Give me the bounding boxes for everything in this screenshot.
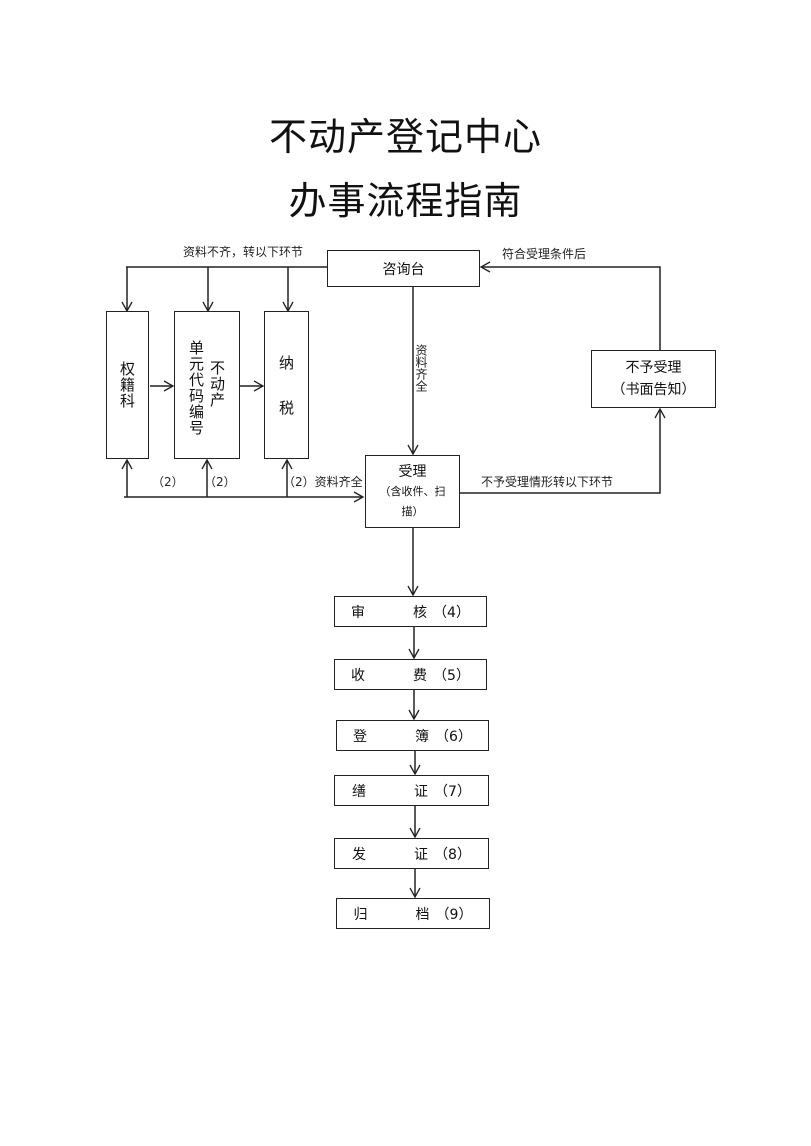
- step-register-char-1: 登: [353, 728, 368, 745]
- node-tax: 纳 税: [264, 311, 309, 459]
- label-complete-vertical: 资料齐全: [414, 344, 428, 392]
- node-unit-code: 单元代码编号 不动产: [174, 311, 240, 459]
- node-reject-label-2: （书面告知）: [611, 382, 696, 398]
- node-accept-sub-1: （含收件、扫: [379, 484, 446, 498]
- label-step2-a: （2）: [152, 475, 184, 489]
- step-archive-number: （9）: [435, 906, 473, 923]
- step-issue-number: （8）: [434, 846, 471, 863]
- step-fee-char-2: 费: [413, 667, 428, 684]
- step-issue-char-2: 证: [414, 846, 429, 863]
- step-fee-number: （5）: [433, 667, 470, 684]
- title-line-1: 不动产登记中心: [268, 115, 542, 159]
- node-unit-code-label-2: 不动产: [208, 360, 226, 408]
- step-review-char-1: 审: [351, 604, 366, 621]
- node-reject-label-1: 不予受理: [625, 360, 682, 376]
- node-consult: 咨询台: [327, 250, 480, 287]
- step-register-char-2: 簿: [415, 728, 430, 745]
- label-step2-b: （2）: [204, 475, 236, 489]
- node-consult-label: 咨询台: [382, 261, 425, 278]
- step-review-number: （4）: [433, 604, 470, 621]
- step-issue-certificate: 发 证 （8）: [334, 838, 489, 869]
- step-review: 审 核 （4）: [334, 596, 487, 627]
- arrow-reject-to-consult: [479, 261, 661, 350]
- node-accept-title: 受理: [398, 463, 427, 480]
- node-tax-label-1: 纳: [278, 354, 294, 372]
- step-register-number: （6）: [435, 728, 472, 745]
- step-print-certificate: 缮 证 （7）: [334, 775, 489, 806]
- node-reject: 不予受理 （书面告知）: [591, 350, 716, 408]
- step-archive-char-2: 档: [415, 906, 430, 923]
- step-issue-char-1: 发: [352, 846, 367, 863]
- step-register: 登 簿 （6）: [336, 720, 489, 751]
- step-fee-char-1: 收: [351, 667, 366, 684]
- step-print-char-1: 缮: [352, 783, 367, 800]
- node-ownership: 权籍科: [106, 311, 149, 459]
- label-incomplete: 资料不齐，转以下环节: [183, 245, 304, 259]
- step-fee: 收 费 （5）: [334, 659, 487, 690]
- node-accept: 受理 （含收件、扫 描）: [365, 455, 460, 528]
- node-accept-sub-2: 描）: [401, 504, 424, 518]
- node-tax-label-2: 税: [278, 399, 294, 417]
- arrow-accept-to-reject: [459, 407, 666, 494]
- step-review-char-2: 核: [413, 604, 428, 621]
- title-line-2: 办事流程指南: [288, 179, 523, 223]
- step-archive-char-1: 归: [353, 906, 368, 923]
- label-meets-conditions: 符合受理条件后: [502, 247, 587, 261]
- node-ownership-label: 权籍科: [118, 361, 136, 409]
- label-not-accepted: 不予受理情形转以下环节: [481, 475, 614, 489]
- step-archive: 归 档 （9）: [336, 898, 490, 929]
- node-unit-code-label-1: 单元代码编号: [187, 340, 205, 436]
- label-complete-horizontal: （2）资料齐全: [283, 475, 363, 489]
- step-print-number: （7）: [434, 783, 471, 800]
- step-print-char-2: 证: [414, 783, 429, 800]
